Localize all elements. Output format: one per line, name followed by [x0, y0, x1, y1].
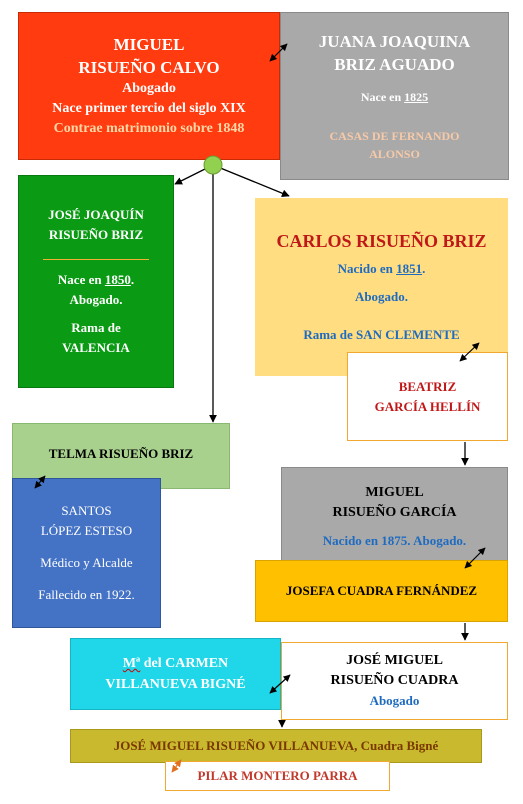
jose-miguel-name-line1: JOSÉ MIGUEL [346, 653, 443, 668]
telma-name: TELMA RISUEÑO BRIZ [48, 446, 194, 461]
pilar-name: PILAR MONTERO PARRA [197, 768, 358, 783]
jose-joaquin-born-suffix: . [130, 272, 135, 287]
person-carmen-villanueva-bigne: Mª del CARMEN VILLANUEVA BIGNÉ [70, 638, 281, 710]
juana-place: CASAS DE FERNANDO ALONSO [329, 127, 459, 163]
beatriz-name-line2: GARCÍA HELLÍN [374, 398, 481, 414]
miguel-married: Contrae matrimonio sobre 1848 [53, 121, 245, 136]
santos-died: Fallecido en 1922. [38, 587, 135, 602]
jose-joaquin-name-line1: JOSÉ JOAQUÍN [48, 207, 144, 222]
carmen-name-line1-rest: del CARMEN [140, 656, 229, 671]
marriage-link-carlos-beatriz [459, 342, 480, 362]
carlos-born-year: 1851 [396, 261, 423, 276]
person-santos-lopez-esteso: SANTOS LÓPEZ ESTESO Médico y Alcalde Fal… [12, 478, 161, 628]
marriage-link-telma-santos [34, 475, 46, 489]
miguel-name-line1: MIGUEL [113, 35, 185, 54]
marriage-link-miguel-juana [269, 43, 288, 62]
person-miguel-risueno-calvo: MIGUEL RISUEÑO CALVO Abogado Nace primer… [18, 12, 280, 160]
miguel-born: Nace primer tercio del siglo XIX [52, 101, 246, 116]
jose-joaquin-profession: Abogado. [69, 292, 123, 307]
person-pilar-montero-parra: PILAR MONTERO PARRA [165, 761, 390, 791]
juana-born-year: 1825 [404, 89, 429, 104]
jose-joaquin-born-year: 1850 [104, 272, 131, 287]
jose-joaquin-name-line2: RISUEÑO BRIZ [48, 227, 144, 242]
carlos-name: CARLOS RISUEÑO BRIZ [276, 231, 487, 251]
carlos-branch: Rama de SAN CLEMENTE [303, 327, 460, 342]
juana-born-prefix: Nace en [360, 89, 405, 104]
santos-name-line2: LÓPEZ ESTESO [40, 523, 133, 538]
jose-joaquin-born: Nace en 1850. [58, 270, 134, 290]
carmen-name-prefix: Mª [122, 656, 141, 671]
jose-joaquin-divider [43, 259, 149, 260]
juana-place-line1: CASAS DE FERNANDO [329, 128, 460, 143]
miguel-garcia-born: Nacido en 1875. Abogado. [322, 533, 467, 548]
josefa-name: JOSEFA CUADRA FERNÁNDEZ [285, 583, 478, 598]
person-jose-miguel-risueno-villanueva: JOSÉ MIGUEL RISUEÑO VILLANUEVA, Cuadra B… [70, 729, 482, 763]
juana-place-line2: ALONSO [369, 146, 420, 161]
santos-profession: Médico y Alcalde [40, 555, 133, 570]
jose-joaquin-branch-line1: Rama de [71, 320, 121, 335]
santos-name-line1: SANTOS [61, 503, 112, 518]
carlos-born-suffix: . [422, 261, 426, 276]
person-jose-miguel-risueno-cuadra: JOSÉ MIGUEL RISUEÑO CUADRA Abogado [281, 642, 508, 720]
carlos-born: Nacido en 1851. [338, 259, 426, 279]
carmen-name-line1: Mª del CARMEN [123, 653, 228, 674]
person-beatriz-garcia-hellin: BEATRIZ GARCÍA HELLÍN [347, 352, 508, 441]
miguel-garcia-name-line2: RISUEÑO GARCÍA [332, 505, 457, 520]
carlos-profession: Abogado. [354, 289, 409, 304]
miguel-garcia-name-line1: MIGUEL [365, 485, 424, 500]
bottom-name: JOSÉ MIGUEL RISUEÑO VILLANUEVA, Cuadra B… [113, 738, 439, 753]
person-juana-joaquina-briz-aguado: JUANA JOAQUINA BRIZ AGUADO Nace en 1825 … [280, 12, 509, 180]
beatriz-name-line1: BEATRIZ [398, 378, 457, 394]
juana-name-line1: JUANA JOAQUINA [318, 31, 471, 51]
carlos-born-prefix: Nacido en [337, 261, 397, 276]
jose-joaquin-branch-line2: VALENCIA [62, 340, 130, 355]
marriage-link-bottom-pilar [171, 759, 182, 773]
carmen-name-line2: VILLANUEVA BIGNÉ [105, 677, 246, 692]
jose-miguel-name-line2: RISUEÑO CUADRA [330, 673, 459, 688]
miguel-profession: Abogado [122, 81, 176, 96]
family-node-circle [203, 155, 223, 175]
line-to-carlos [212, 164, 290, 197]
person-josefa-cuadra-fernandez: JOSEFA CUADRA FERNÁNDEZ [255, 560, 508, 622]
miguel-name-line2: RISUEÑO CALVO [78, 58, 220, 77]
marriage-link-carmen-jose-miguel [269, 674, 291, 694]
jose-miguel-profession: Abogado [369, 693, 420, 708]
person-jose-joaquin-risueno-briz: JOSÉ JOAQUÍN RISUEÑO BRIZ Nace en 1850. … [18, 175, 174, 388]
juana-name-line2: BRIZ AGUADO [334, 54, 455, 74]
jose-joaquin-born-prefix: Nace en [57, 272, 105, 287]
juana-born: Nace en 1825 [361, 90, 428, 105]
marriage-link-miguel-josefa [464, 547, 486, 569]
